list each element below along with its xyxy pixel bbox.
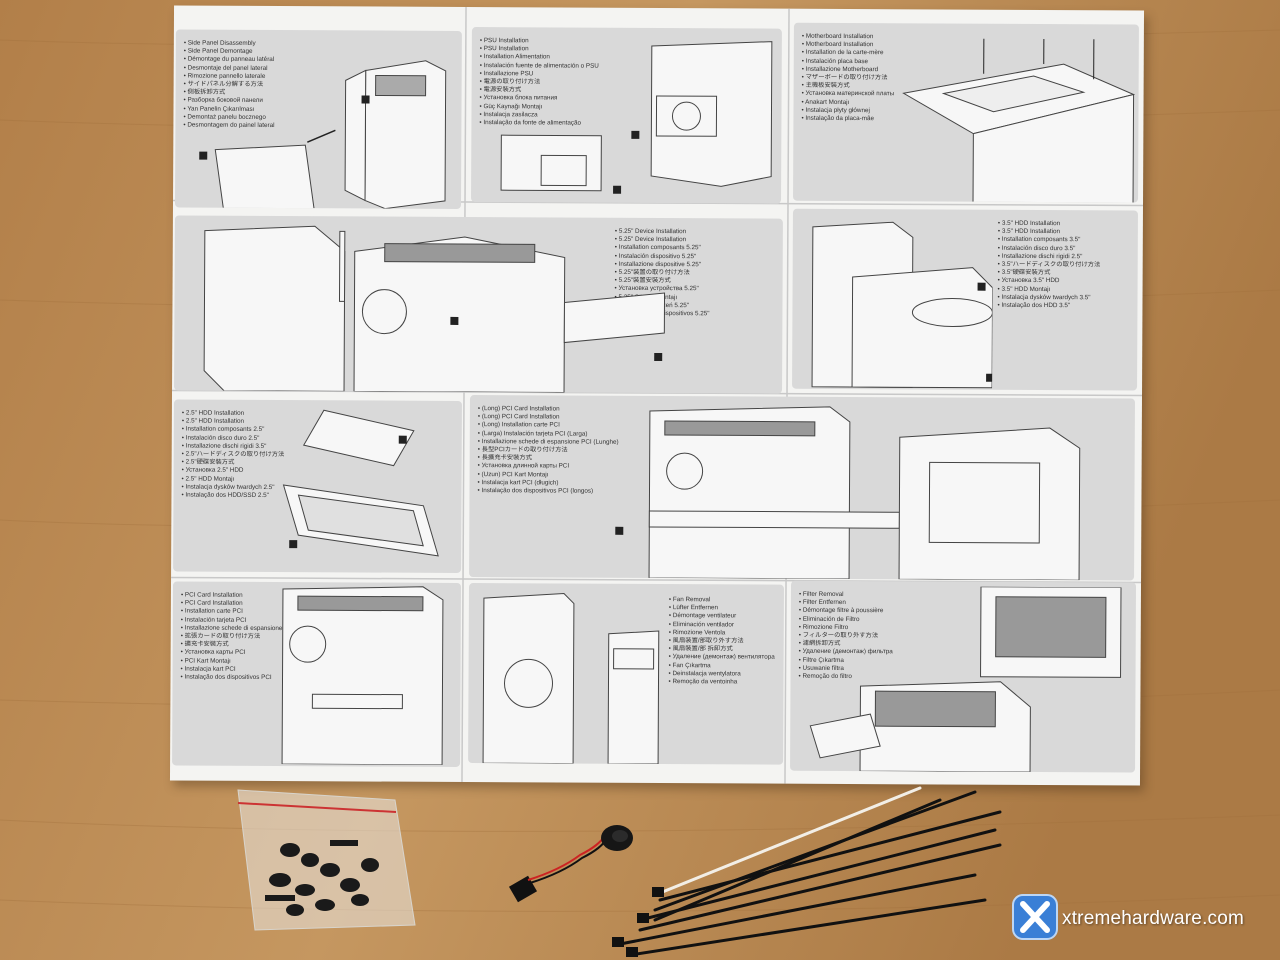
filter-illustration: [809, 586, 1122, 773]
panel-25-hdd: 2.5" HDD Installation 2.5" HDD Installat…: [173, 399, 462, 573]
panel-pci: PCI Card Installation PCI Card Installat…: [172, 581, 462, 767]
panel-35-hdd: 3.5" HDD Installation 3.5" HDD Installat…: [792, 208, 1138, 391]
panel-side-panel: Side Panel Disassembly Side Panel Demont…: [174, 29, 462, 209]
cable-ties: [612, 786, 1002, 957]
x-logo-icon: [1012, 894, 1058, 940]
screw-bag: [237, 789, 416, 931]
hdd-cage-illustration: [811, 221, 993, 389]
drive-bay-illustration: [203, 225, 666, 394]
pci-card-illustration: [281, 586, 444, 765]
panel-long-pci: (Long) PCI Card Installation (Long) PCI …: [469, 395, 1135, 581]
case-side-illustration: [199, 60, 447, 209]
panel-fan: Fan Removal Lüfter Entfernen Démontage v…: [468, 583, 785, 765]
panel-525-device: 5.25" Device Installation 5.25" Device I…: [174, 215, 783, 394]
watermark-logo: xtremehardware.com: [1010, 892, 1265, 942]
instruction-manual-sheet: Side Panel Disassembly Side Panel Demont…: [169, 5, 1145, 786]
ssd-tray-illustration: [282, 409, 439, 557]
panel-motherboard: Motherboard Installation Motherboard Ins…: [793, 22, 1139, 203]
panel-psu: PSU Installation PSU Installation Instal…: [471, 27, 782, 204]
speaker-cable: [508, 825, 633, 903]
panel-filter: Filter Removal Filter Entfernen Démontag…: [790, 580, 1137, 773]
fan-illustration: [482, 593, 660, 765]
watermark-text: xtremehardware.com: [1062, 908, 1245, 929]
long-pci-illustration: [615, 406, 1081, 581]
motherboard-illustration: [902, 38, 1136, 203]
psu-illustration: [500, 41, 773, 194]
